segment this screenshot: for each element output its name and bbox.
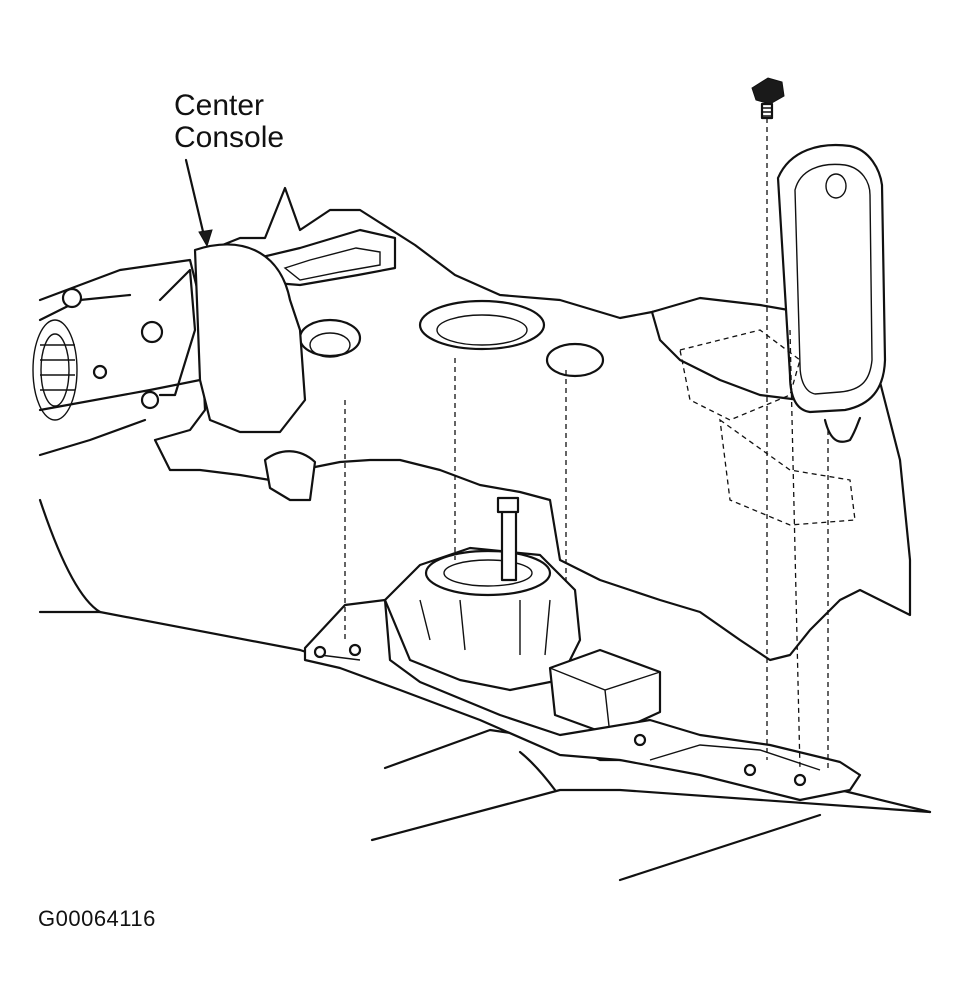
center-console-label-line2: Console bbox=[174, 121, 285, 154]
center-console-body bbox=[153, 186, 912, 662]
alignment-lines bbox=[344, 118, 856, 771]
dashboard-structure bbox=[32, 258, 202, 457]
console-base-plate bbox=[303, 598, 862, 802]
figure-id: G00064116 bbox=[38, 906, 156, 931]
center-console-label: Center Console bbox=[174, 90, 284, 154]
shifter-assembly bbox=[383, 496, 662, 737]
center-console-label-line1: Center bbox=[174, 89, 265, 122]
bolt-icon bbox=[751, 77, 785, 120]
callout-leader-arrow bbox=[184, 158, 213, 248]
console-lid bbox=[776, 144, 887, 443]
